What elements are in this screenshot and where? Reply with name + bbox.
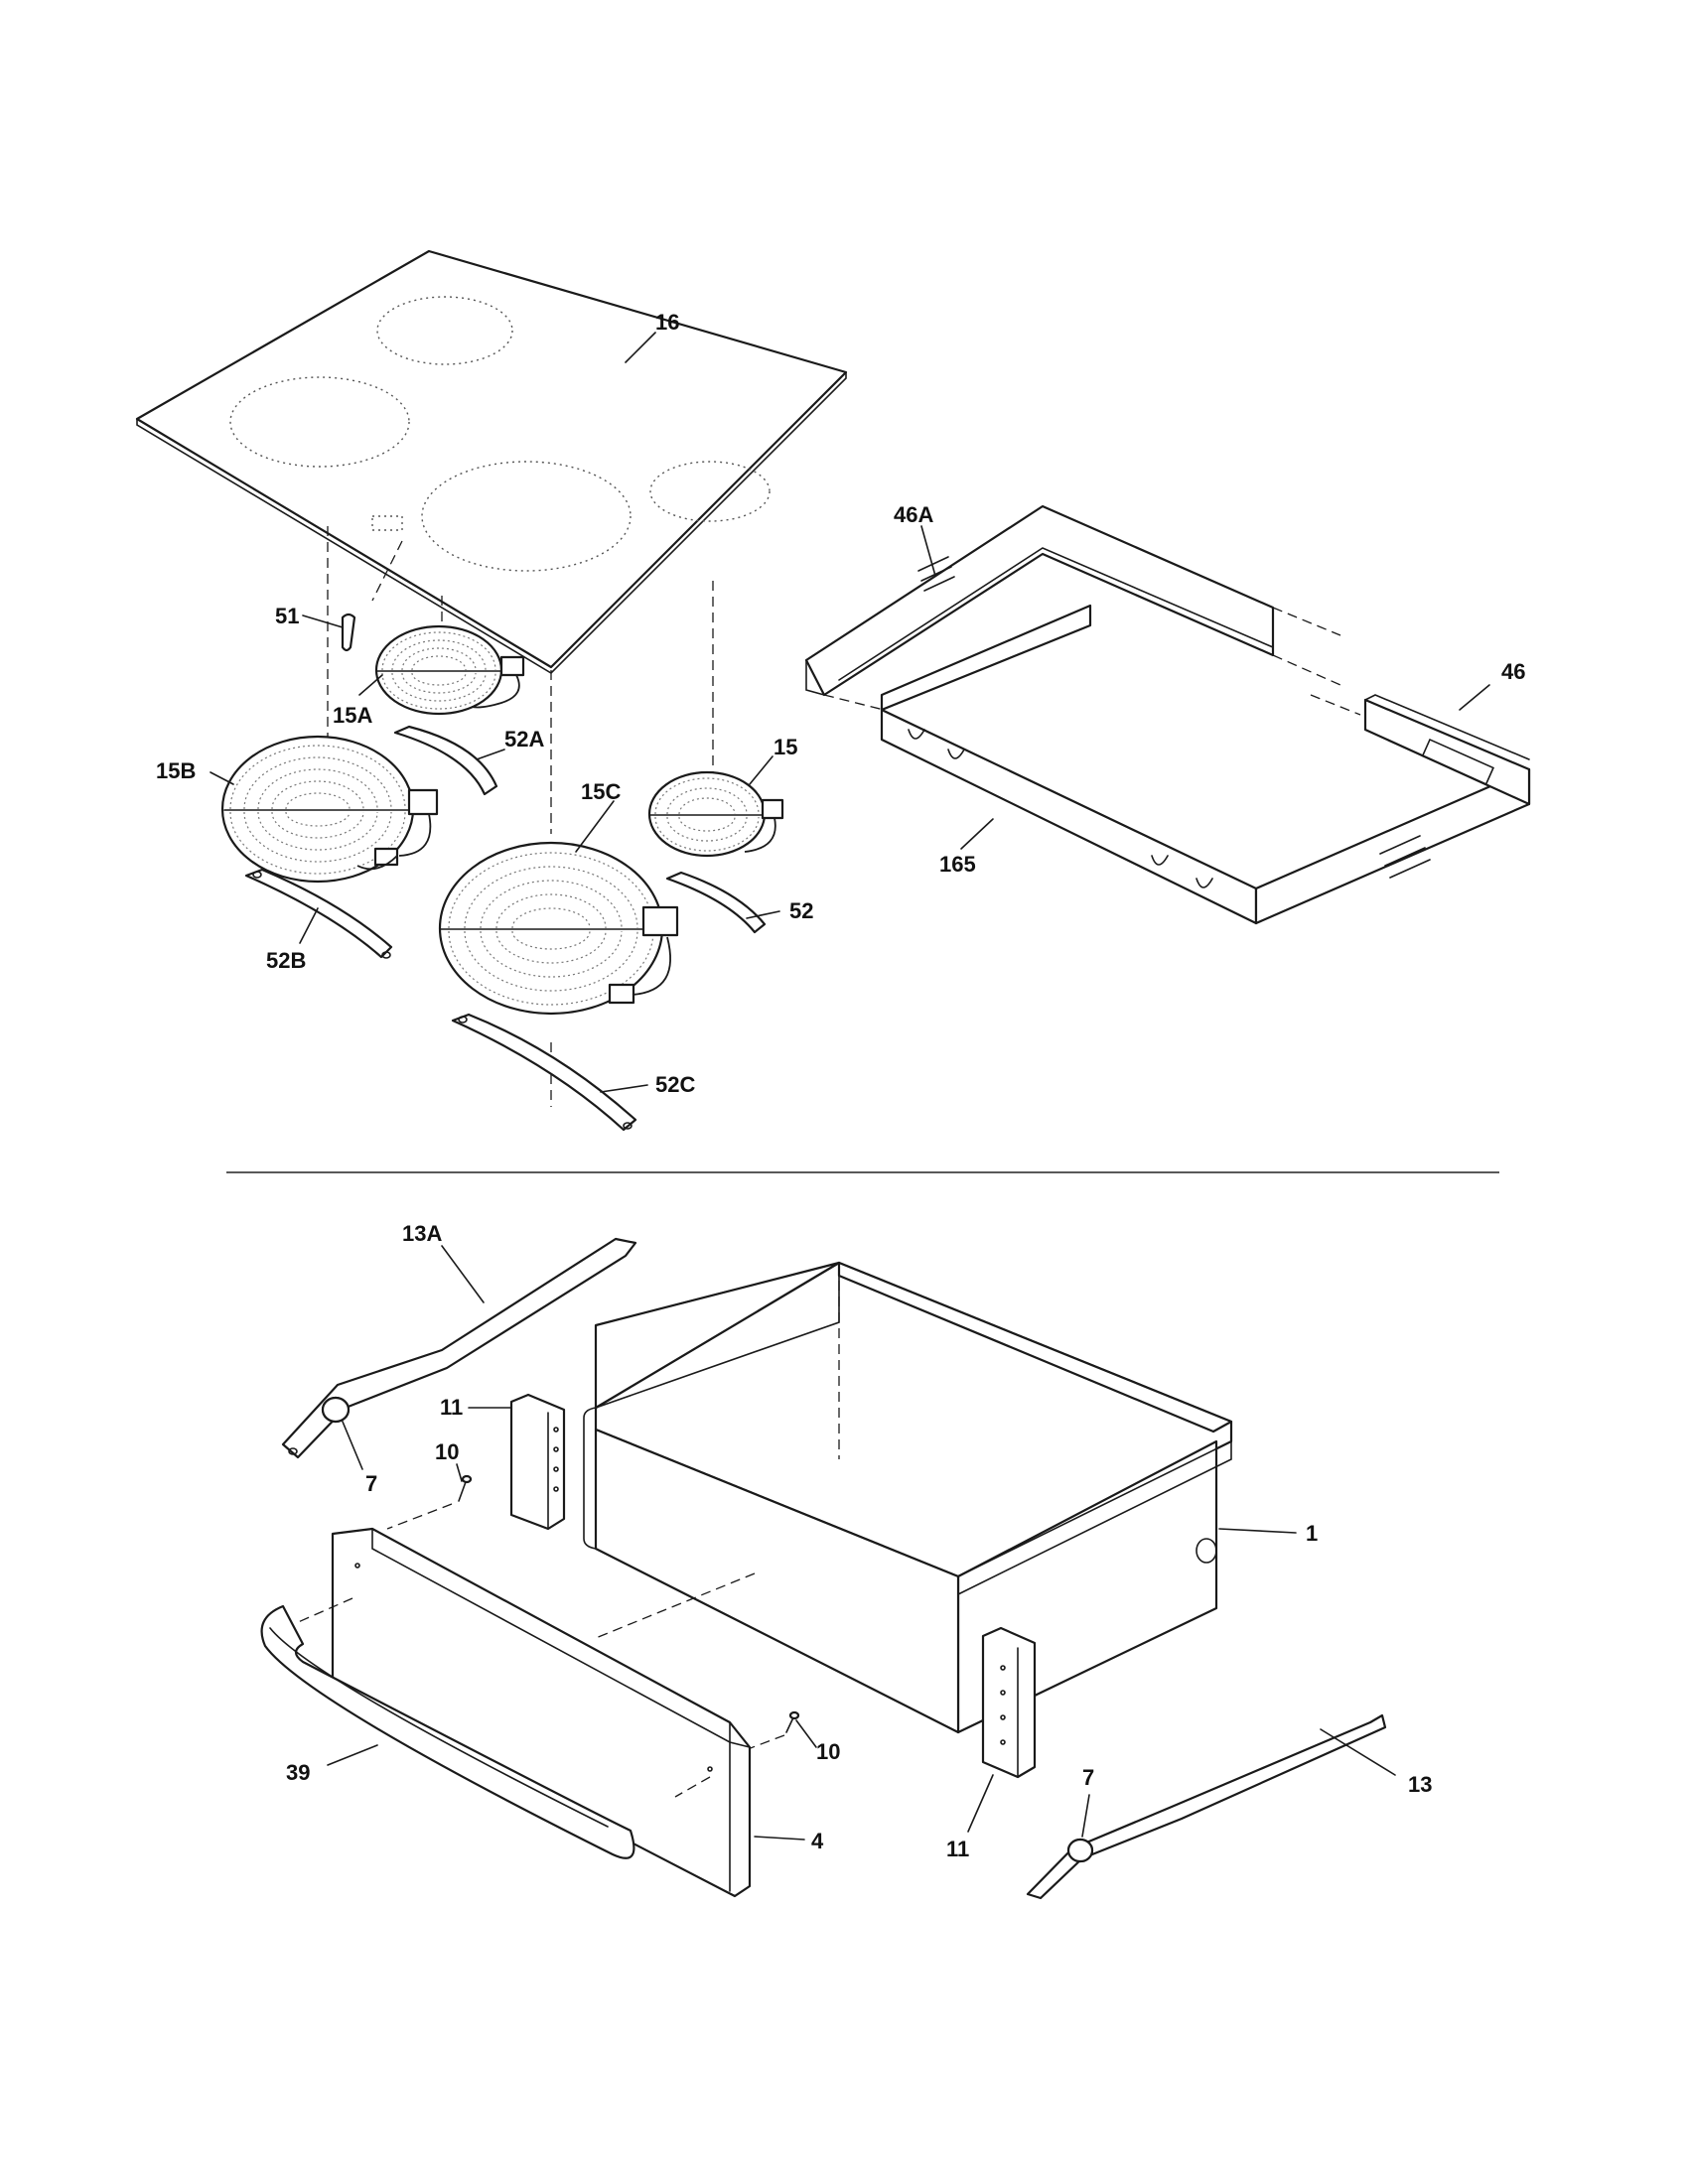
callout-46a: 46A xyxy=(894,502,933,527)
surface-element-15a xyxy=(374,624,525,716)
element-bracket-52a xyxy=(393,725,498,796)
callout-10-upper: 10 xyxy=(435,1439,459,1464)
surface-element-15c xyxy=(438,841,679,1016)
callout-1: 1 xyxy=(1306,1521,1318,1546)
callout-15b: 15B xyxy=(156,758,196,783)
callout-16: 16 xyxy=(655,310,679,335)
leader-lines-lower xyxy=(327,1245,1396,1841)
callout-15a: 15A xyxy=(333,703,372,728)
element-bracket-52b xyxy=(244,868,393,959)
drawer-bracket-upper xyxy=(509,1393,566,1531)
callout-13: 13 xyxy=(1408,1772,1432,1797)
callout-46: 46 xyxy=(1501,659,1525,684)
thermal-limiter xyxy=(341,613,356,652)
drawer-body xyxy=(583,1261,1233,1734)
surface-element-15b xyxy=(220,735,439,884)
element-bracket-52 xyxy=(665,871,767,934)
screw-lower xyxy=(785,1710,800,1733)
surface-element-15 xyxy=(647,770,784,858)
callout-13a: 13A xyxy=(402,1221,442,1246)
callout-11-upper: 11 xyxy=(440,1395,463,1420)
drawer-handle xyxy=(260,1604,635,1859)
callout-52: 52 xyxy=(789,898,813,923)
screw-upper xyxy=(458,1474,473,1502)
drawer-roller-left xyxy=(321,1396,351,1424)
callout-7-left: 7 xyxy=(365,1471,377,1496)
callout-165: 165 xyxy=(939,852,976,877)
drawer-bracket-lower xyxy=(981,1626,1037,1779)
callout-51: 51 xyxy=(275,604,299,628)
drawer-roller-right xyxy=(1066,1838,1094,1863)
leader-lines-upper xyxy=(210,332,1490,1093)
callout-10-lower: 10 xyxy=(816,1739,840,1764)
callout-7-right: 7 xyxy=(1082,1765,1094,1790)
drawer-rail-13 xyxy=(1026,1713,1387,1900)
callout-4: 4 xyxy=(811,1829,824,1853)
cooktop-frame xyxy=(804,504,1531,925)
element-bracket-52c xyxy=(451,1013,637,1132)
callout-52a: 52A xyxy=(504,727,544,751)
callout-39: 39 xyxy=(286,1760,310,1785)
callout-15: 15 xyxy=(774,735,797,759)
cooktop-glass xyxy=(135,249,848,675)
drawer-rail-13a xyxy=(281,1237,637,1459)
callout-15c: 15C xyxy=(581,779,621,804)
callout-11-lower: 11 xyxy=(946,1837,969,1861)
callout-52b: 52B xyxy=(266,948,306,973)
callout-52c: 52C xyxy=(655,1072,695,1097)
